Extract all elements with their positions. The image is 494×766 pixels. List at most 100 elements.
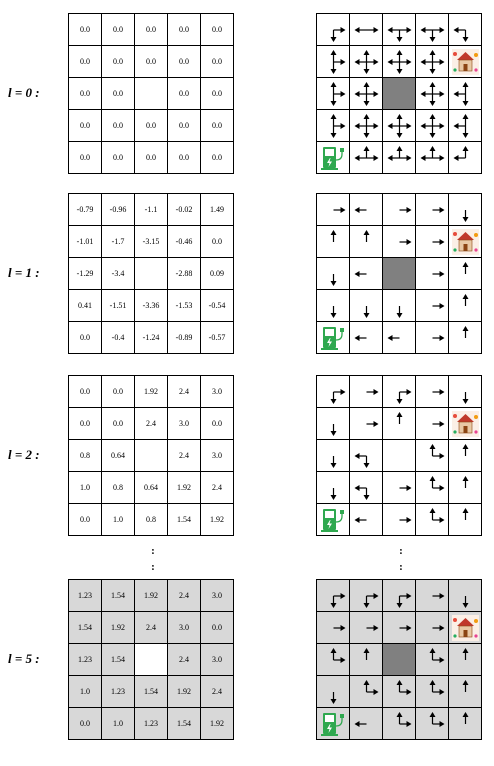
policy-cell: [382, 225, 416, 258]
charging-station-icon: [321, 147, 344, 170]
policy-cell: [349, 321, 383, 354]
policy-cell: [316, 407, 350, 440]
arrow-lrd-icon: [420, 27, 445, 42]
policy-cell: [415, 707, 449, 740]
policy-cell: [382, 321, 416, 354]
value-cell: -0.96: [101, 193, 135, 226]
arrow-dr-icon: [330, 27, 346, 42]
policy-cell: [415, 375, 449, 408]
arrow-u-icon: [462, 712, 469, 724]
value-cell: 1.54: [134, 675, 168, 708]
policy-cell: [415, 77, 449, 110]
arrow-lrud-icon: [420, 50, 445, 74]
policy-cell: [415, 439, 449, 472]
start-cell: [316, 141, 350, 174]
arrow-r-icon: [432, 207, 445, 213]
policy-grid: [316, 193, 482, 354]
value-cell: -1.1: [134, 193, 168, 226]
goal-cell: [448, 45, 482, 78]
value-cell: -1.51: [101, 289, 135, 322]
house-icon: [452, 49, 479, 75]
policy-cell: [316, 289, 350, 322]
goal-cell: [448, 611, 482, 644]
value-cell: -1.24: [134, 321, 168, 354]
value-cell: 0.0: [101, 13, 135, 46]
policy-cell: [415, 13, 449, 46]
policy-cell: [382, 675, 416, 708]
value-cell: 1.54: [101, 643, 135, 676]
value-cell: 0.0: [68, 45, 102, 78]
policy-cell: [349, 193, 383, 226]
policy-cell: [349, 109, 383, 142]
goal-cell: [448, 225, 482, 258]
policy-cell: [415, 109, 449, 142]
value-cell: 2.4: [167, 439, 201, 472]
policy-cell: [448, 193, 482, 226]
arrow-d-icon: [330, 488, 337, 500]
policy-cell: [349, 257, 383, 290]
value-cell: 0.0: [101, 77, 135, 110]
arrow-u-icon: [462, 508, 469, 520]
arrow-dl-icon: [354, 453, 370, 468]
policy-cell: [382, 579, 416, 612]
obstacle-cell: [382, 77, 416, 110]
policy-cell: [415, 503, 449, 536]
arrow-r-icon: [366, 389, 379, 395]
arrow-d-icon: [462, 392, 469, 404]
policy-cell: [448, 109, 482, 142]
policy-cell: [415, 321, 449, 354]
arrow-r-icon: [432, 239, 445, 245]
policy-cell: [382, 141, 416, 174]
arrow-d-icon: [330, 456, 337, 468]
value-cell: -3.15: [134, 225, 168, 258]
value-cell: 0.0: [200, 13, 234, 46]
arrow-ur-icon: [330, 648, 346, 663]
arrow-u-icon: [462, 294, 469, 306]
arrow-lrud-icon: [387, 50, 412, 74]
value-cell: 1.92: [101, 611, 135, 644]
policy-cell: [316, 471, 350, 504]
policy-cell: [349, 579, 383, 612]
value-cell: 2.4: [134, 407, 168, 440]
arrow-ur-icon: [429, 508, 445, 523]
house-icon: [452, 615, 479, 641]
value-cell: 0.8: [101, 471, 135, 504]
policy-cell: [448, 579, 482, 612]
value-cell: 0.0: [200, 45, 234, 78]
value-cell: 0.0: [167, 45, 201, 78]
left-continuation-dots: ::: [149, 546, 157, 573]
start-cell: [316, 321, 350, 354]
policy-cell: [349, 471, 383, 504]
value-cell: 0.0: [200, 407, 234, 440]
policy-grid: [316, 579, 482, 740]
value-cell: 1.54: [167, 707, 201, 740]
policy-cell: [382, 289, 416, 322]
value-cell: -3.4: [101, 257, 135, 290]
policy-cell: [448, 77, 482, 110]
arrow-ur-icon: [429, 680, 445, 695]
arrow-udr-icon: [330, 82, 346, 106]
value-cell: [134, 439, 168, 472]
arrow-ld-icon: [453, 27, 469, 42]
value-cell: 0.0: [101, 375, 135, 408]
arrow-r-icon: [366, 625, 379, 631]
arrow-u-icon: [462, 680, 469, 692]
value-cell: 0.0: [167, 109, 201, 142]
value-cell: 1.54: [101, 579, 135, 612]
policy-cell: [382, 707, 416, 740]
arrow-d-icon: [462, 596, 469, 608]
value-cell: 2.4: [200, 471, 234, 504]
value-cell: 0.0: [200, 141, 234, 174]
arrow-r-icon: [366, 421, 379, 427]
arrow-l-icon: [354, 721, 367, 727]
policy-cell: [382, 193, 416, 226]
policy-cell: [415, 407, 449, 440]
value-cell: 1.49: [200, 193, 234, 226]
charging-station-icon: [321, 713, 344, 736]
value-cell: 0.0: [68, 503, 102, 536]
value-cell: 0.0: [200, 109, 234, 142]
value-cell: -0.89: [167, 321, 201, 354]
arrow-lru-icon: [354, 146, 379, 161]
arrow-r-icon: [399, 207, 412, 213]
